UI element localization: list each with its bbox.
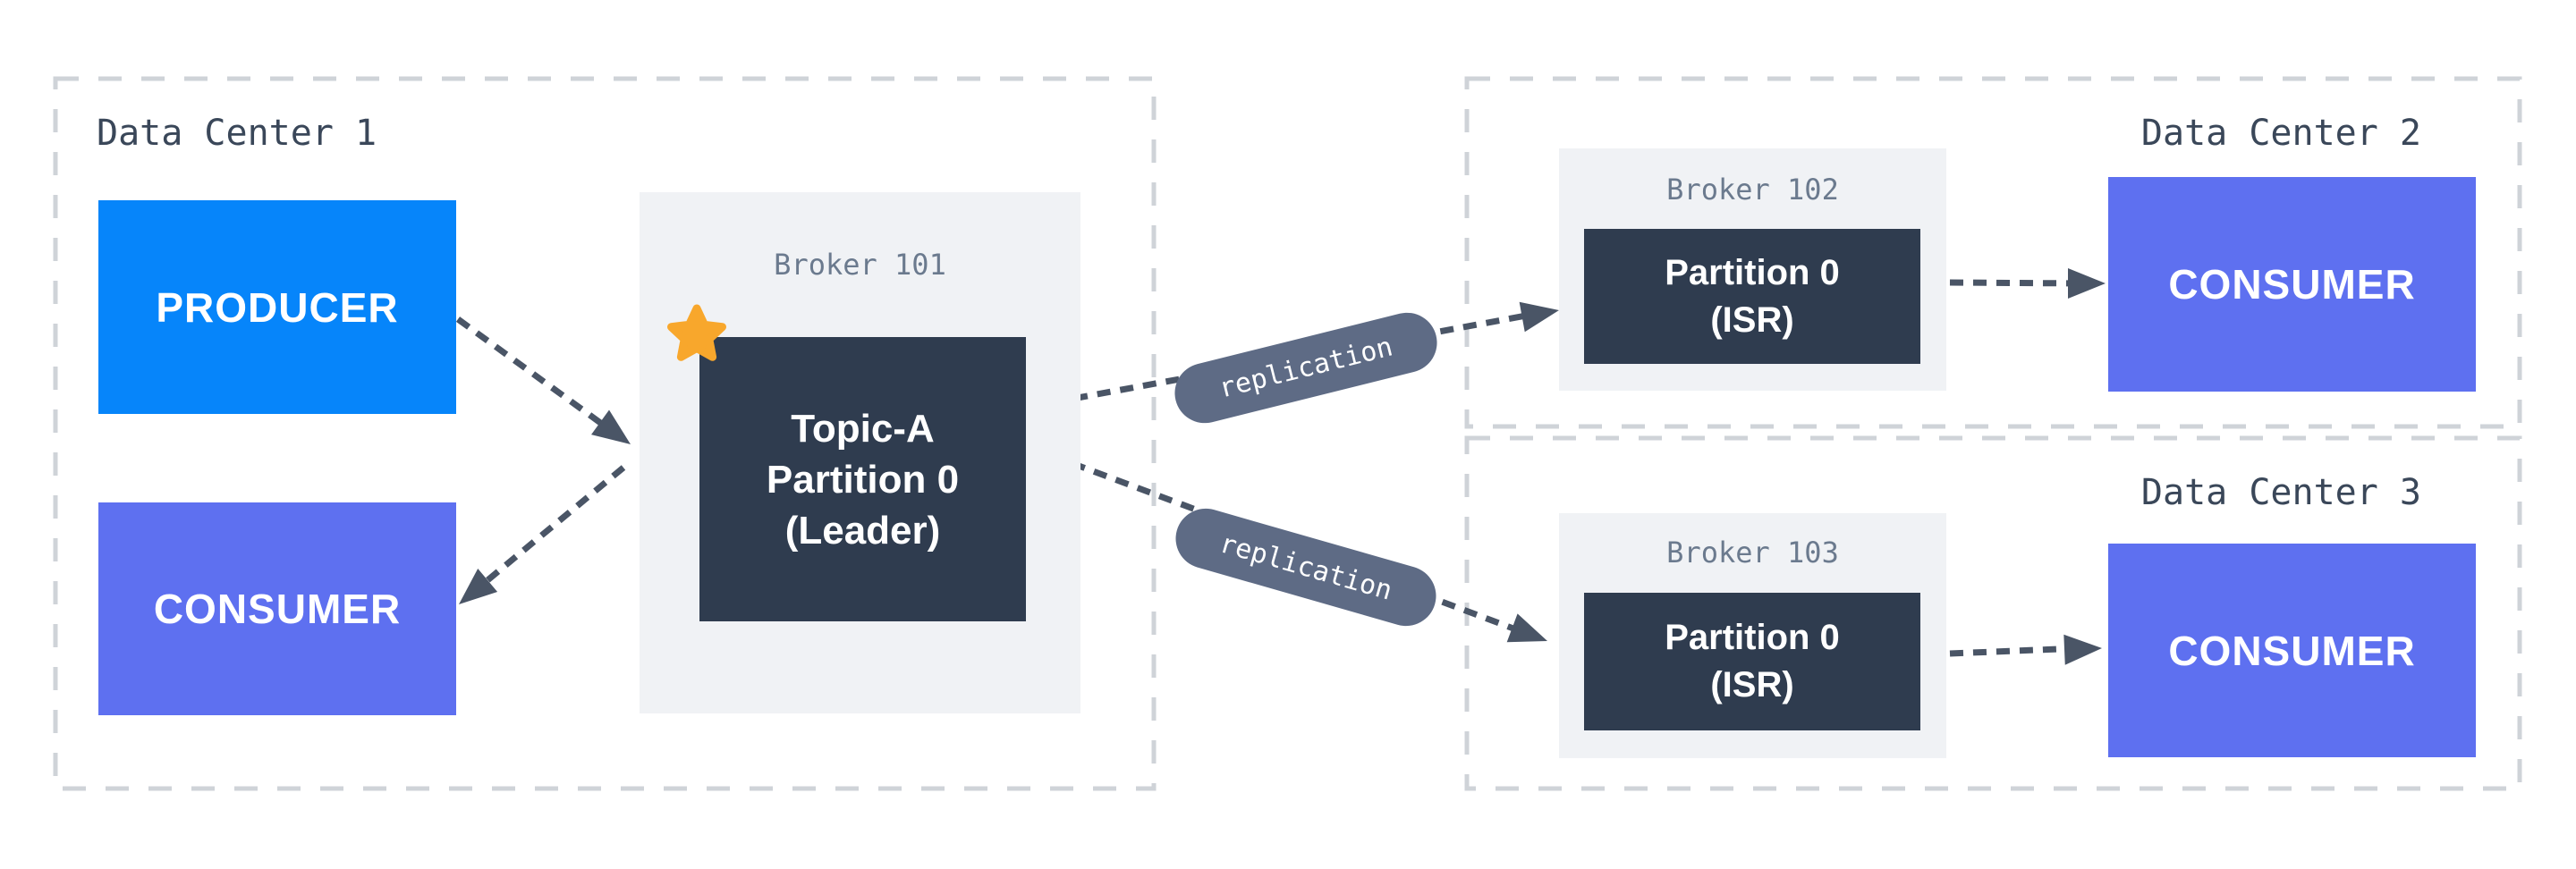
consumer-box-dc2: CONSUMER [2108, 177, 2476, 392]
broker-102-label: Broker 102 [1666, 173, 1839, 207]
arrowhead-leader-to-consumer1 [459, 568, 498, 604]
arrowhead-isr103-to-consumer3 [2063, 634, 2102, 665]
arrow-isr103-to-consumer3 [1949, 645, 2081, 657]
consumer-box-dc3: CONSUMER [2108, 544, 2476, 757]
arrow-leader-to-consumer1 [469, 465, 626, 596]
broker-103-label: Broker 103 [1666, 536, 1839, 569]
arrow-producer-to-leader [455, 316, 622, 439]
star-icon [661, 300, 733, 371]
arrowhead-producer-to-leader [591, 409, 631, 444]
dc3-label: Data Center 3 [2140, 472, 2421, 513]
leader-partition-number: Partition 0 [766, 457, 960, 502]
leader-partition-topic: Topic-A [791, 406, 935, 451]
isr-partition-box-103: Partition 0 (ISR) [1584, 593, 1920, 730]
producer-box: PRODUCER [98, 200, 456, 414]
consumer-box-dc1: CONSUMER [98, 502, 456, 715]
isr102-partition-role: (ISR) [1710, 300, 1794, 340]
isr103-partition-number: Partition 0 [1665, 618, 1840, 657]
arrowhead-isr102-to-consumer2 [2068, 268, 2106, 299]
isr-partition-box-102: Partition 0 (ISR) [1584, 229, 1920, 364]
dc2-border [1464, 76, 2522, 429]
arrow-replication-to-broker102 [1028, 311, 1532, 410]
isr103-partition-role: (ISR) [1710, 665, 1794, 704]
dc1-label: Data Center 1 [97, 113, 377, 154]
isr102-partition-number: Partition 0 [1665, 252, 1840, 292]
leader-partition-role: (Leader) [784, 508, 941, 553]
broker-101-label: Broker 101 [774, 248, 946, 282]
dc2-label: Data Center 2 [2140, 113, 2421, 154]
arrowhead-replication-to-broker102 [1519, 301, 1559, 333]
arrowhead-replication-to-broker103 [1506, 613, 1547, 643]
leader-partition-box: Topic-A Partition 0 (Leader) [699, 337, 1026, 621]
